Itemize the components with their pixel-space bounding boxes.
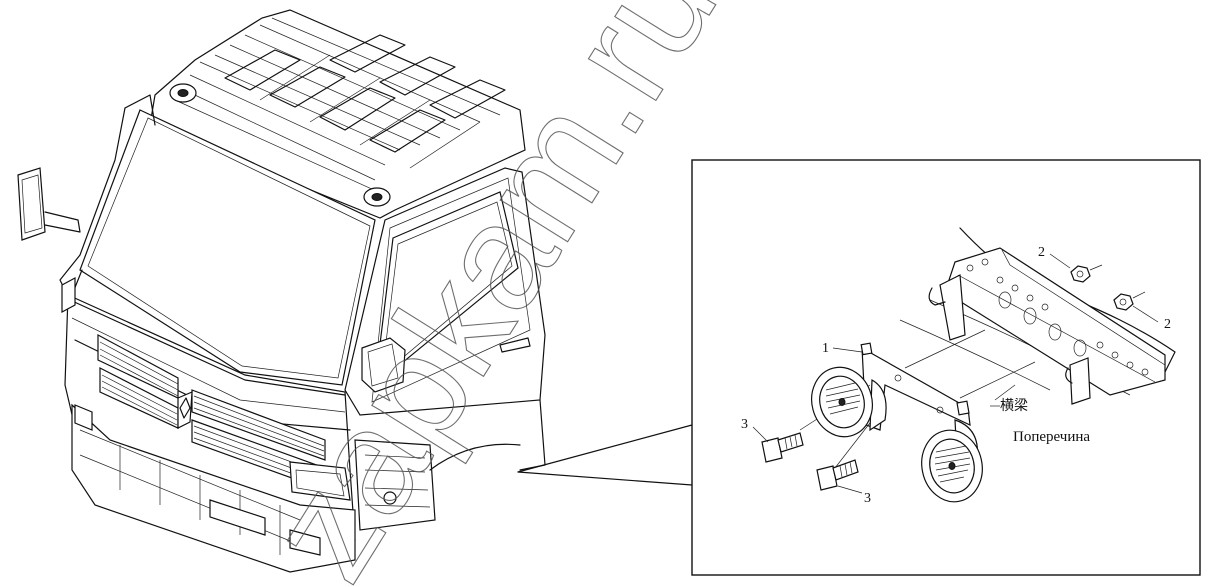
- crossbeam-label-ru: Поперечина: [1013, 429, 1090, 445]
- bolt-icon: [816, 459, 859, 491]
- callout-3-bolt: 3: [864, 491, 871, 506]
- roof-marker-lamp-icon: [169, 83, 391, 207]
- side-mirror-left: [17, 167, 81, 241]
- crossbeam-label-cn: 横梁: [1000, 398, 1028, 414]
- brand-emblem-icon: [177, 391, 193, 429]
- callout-2-nut: 2: [1038, 245, 1045, 260]
- callout-3-bolt: 3: [741, 417, 748, 432]
- hex-nut-icon: [1113, 291, 1146, 311]
- horn-icon: [921, 419, 983, 503]
- truck-cab-illustration: [17, 9, 546, 573]
- bolt-icon: [761, 432, 804, 463]
- horn-icon: [811, 366, 887, 438]
- callout-1-horn-bracket: 1: [822, 341, 829, 356]
- horn-assembly-detail: 1 2 2 3 3 横梁 Поперечина: [741, 227, 1176, 506]
- callout-2-nut: 2: [1164, 317, 1171, 332]
- hex-nut-icon: [1070, 264, 1103, 283]
- detail-leader-lines: [517, 424, 693, 486]
